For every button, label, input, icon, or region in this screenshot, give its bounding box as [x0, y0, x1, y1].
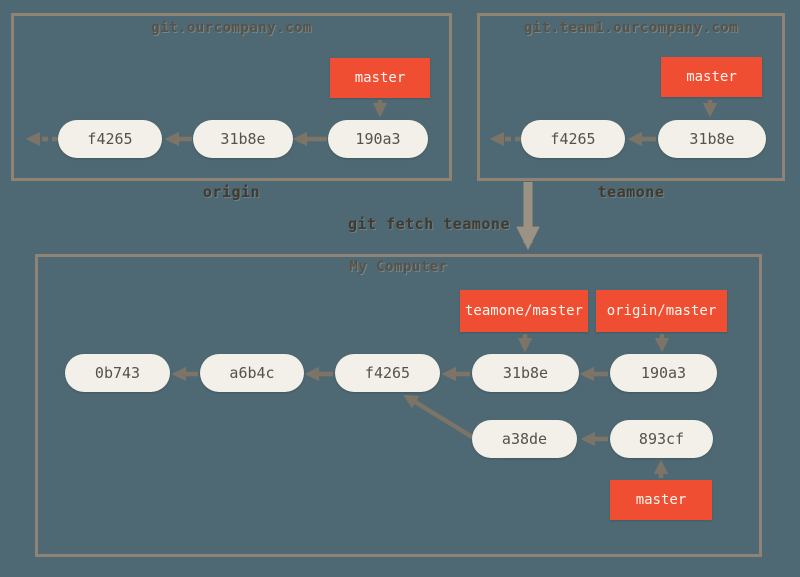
remote-origin-title: git.ourcompany.com: [151, 20, 312, 36]
ref-origin-master: origin/master: [596, 290, 727, 332]
commit-node-origin-31b8e: 31b8e: [193, 120, 293, 158]
commit-node-local-a6b4c: a6b4c: [200, 354, 304, 392]
remote-origin-label: origin: [202, 183, 261, 201]
commit-node-local-893cf: 893cf: [610, 420, 713, 458]
ref-local-master: master: [610, 480, 712, 520]
commit-node-local-190a3: 190a3: [610, 354, 717, 392]
remote-teamone-box: [477, 13, 785, 181]
remote-teamone-title: git.team1.ourcompany.com: [523, 20, 739, 36]
commit-node-teamone-31b8e: 31b8e: [658, 120, 766, 158]
local-box: [35, 254, 762, 557]
commit-node-local-a38de: a38de: [472, 420, 577, 458]
fetch-command-label: git fetch teamone: [347, 215, 510, 233]
ref-teamone-remote-master: master: [661, 57, 762, 97]
local-title: My Computer: [349, 259, 448, 275]
remote-teamone-label: teamone: [597, 183, 665, 201]
ref-teamone-master: teamone/master: [460, 290, 588, 332]
commit-node-origin-190a3: 190a3: [328, 120, 428, 158]
ref-origin-remote-master: master: [330, 58, 430, 98]
commit-node-local-31b8e: 31b8e: [472, 354, 579, 392]
commit-node-teamone-f4265: f4265: [521, 120, 625, 158]
commit-node-origin-f4265: f4265: [58, 120, 162, 158]
commit-node-local-0b743: 0b743: [65, 354, 170, 392]
remote-origin-box: [11, 13, 452, 181]
commit-node-local-f4265: f4265: [335, 354, 440, 392]
